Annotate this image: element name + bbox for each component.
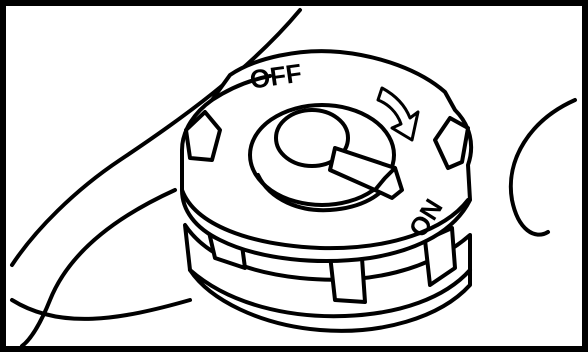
tank-right-curve [511,100,575,235]
fuel-cap-drawing: OFF ON [6,6,582,346]
panel-bottom-curve [12,300,190,319]
panel-lower-curve [22,190,175,346]
